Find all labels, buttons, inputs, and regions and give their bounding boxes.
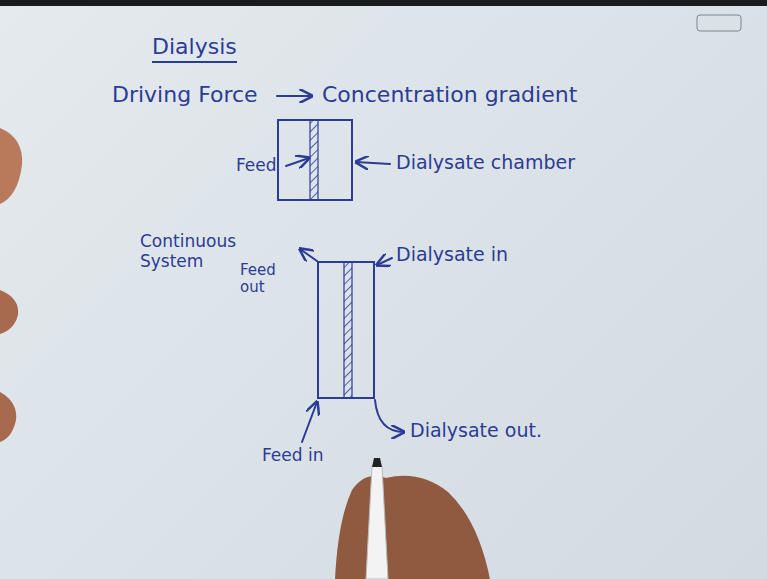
top-border	[0, 0, 767, 6]
feed-out-arrow	[300, 249, 317, 261]
part-label: Dialysate in	[396, 244, 508, 266]
implies-arrow	[277, 95, 312, 97]
note-text: Concentration gradient	[322, 82, 577, 107]
feed-arrow	[286, 158, 309, 166]
note-text: Driving Force	[112, 82, 258, 107]
finger	[0, 392, 16, 442]
part-label: Feed out	[240, 262, 292, 297]
membrane	[310, 120, 318, 200]
marker-pen	[366, 466, 388, 579]
dialysate-arrow	[356, 162, 390, 164]
part-label: Feed	[236, 156, 277, 176]
title: Dialysis	[152, 34, 237, 63]
section-label: Continuous System	[140, 232, 232, 271]
dialysis-cell	[278, 120, 352, 200]
hands	[0, 128, 490, 579]
membrane	[344, 262, 352, 398]
dialysate-out-arrow	[375, 400, 404, 432]
part-label: Dialysate chamber	[396, 152, 575, 174]
feed-in-arrow	[302, 402, 317, 442]
dialysate-in-arrow	[377, 258, 392, 265]
hand	[335, 476, 490, 579]
finger	[0, 128, 22, 204]
logo-mark	[697, 15, 741, 31]
pen-tip	[372, 458, 382, 467]
part-label: Feed in	[262, 446, 323, 466]
continuous-cell	[318, 262, 374, 398]
part-label: Dialysate out.	[410, 420, 542, 442]
finger	[0, 290, 18, 334]
